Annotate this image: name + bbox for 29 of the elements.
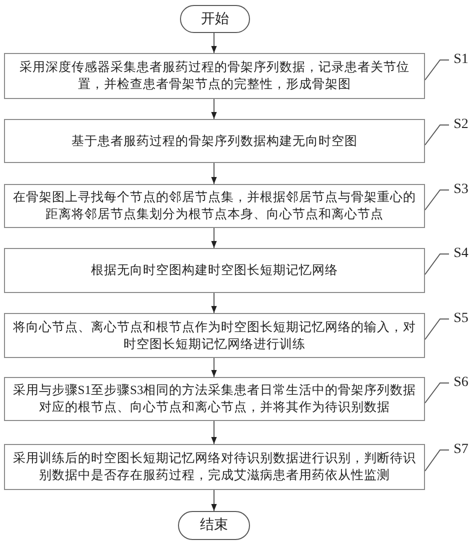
arrow (211, 292, 217, 314)
step-label: S2 (451, 117, 471, 133)
process-box: 采用训练后的时空图长短期记忆网络对待识别数据进行识别，判断待识别数据中是否存在服药过程，完成艾滋病患者用药依从性监测 (4, 444, 425, 490)
arrow (211, 98, 217, 120)
leader-line (424, 190, 450, 210)
step-label: S1 (451, 52, 471, 68)
step-label: S7 (451, 442, 471, 458)
arrow (211, 490, 217, 512)
process-box: 在骨架图上寻找每个节点的邻居节点集，并根据邻居节点与骨架重心的距离将邻居节点集划分为根节点本身、向心节点和离心节点 (4, 184, 425, 228)
arrow (211, 228, 217, 248)
leader-line (424, 124, 450, 146)
arrow (211, 358, 217, 378)
process-box: 根据无向时空图构建时空图长短期记忆网络 (4, 248, 425, 293)
leader-line (424, 382, 450, 404)
process-box: 采用深度传感器采集患者服药过程的骨架序列数据，记录患者关节位置，并检查患者骨架节点的完整性，形成骨架图 (4, 53, 425, 99)
process-box: 基于患者服药过程的骨架序列数据构建无向时空图 (4, 119, 425, 163)
process-box: 将向心节点、离心节点和根节点作为时空图长短期记忆网络的输入，对时空图长短期记忆网络进行训练 (4, 313, 425, 358)
arrow (211, 420, 217, 444)
leader-line (424, 318, 450, 340)
step-label: S5 (451, 311, 471, 327)
step-label: S4 (451, 246, 471, 262)
leader-line (424, 450, 450, 472)
process-box: 采用与步骤S1至步骤S3相同的方法采集患者日常生活中的骨架序列数据对应的根节点、向心节点和离心节点，并将其作为待识别数据 (4, 377, 425, 421)
leader-line (424, 60, 450, 80)
step-label: S3 (451, 182, 471, 198)
arrow (211, 162, 217, 184)
leader-line (424, 254, 450, 275)
arrow (211, 32, 217, 54)
step-label: S6 (451, 375, 471, 391)
